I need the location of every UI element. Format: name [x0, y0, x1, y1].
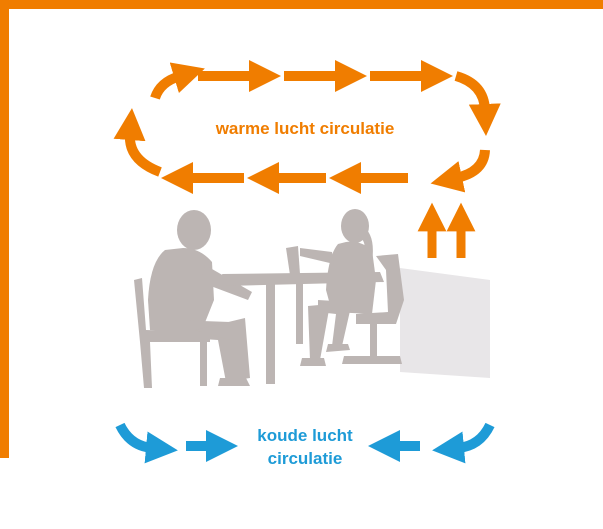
frame-top-border — [0, 0, 603, 9]
cold-air-label: koude lucht circulatie — [240, 424, 370, 470]
cold-arrow-right-curve — [432, 422, 495, 464]
warm-arrow-top-right-curve — [454, 71, 501, 136]
rising-air-arrows — [417, 202, 476, 258]
radiator — [400, 268, 490, 378]
cold-air-label-line2: circulatie — [267, 449, 343, 468]
warm-arrow-top-1 — [150, 62, 205, 100]
cold-air-label-line1: koude lucht — [257, 426, 353, 445]
warm-arrow-left-curve — [113, 108, 162, 177]
warm-air-loop — [113, 59, 501, 195]
meeting-silhouette-icon — [134, 209, 404, 388]
frame-left-border — [0, 0, 9, 458]
warm-arrow-right-curve — [430, 149, 490, 193]
warm-air-label: warme lucht circulatie — [215, 119, 395, 138]
cold-arrow-left-curve — [115, 422, 178, 464]
cold-air-flow — [115, 422, 495, 464]
